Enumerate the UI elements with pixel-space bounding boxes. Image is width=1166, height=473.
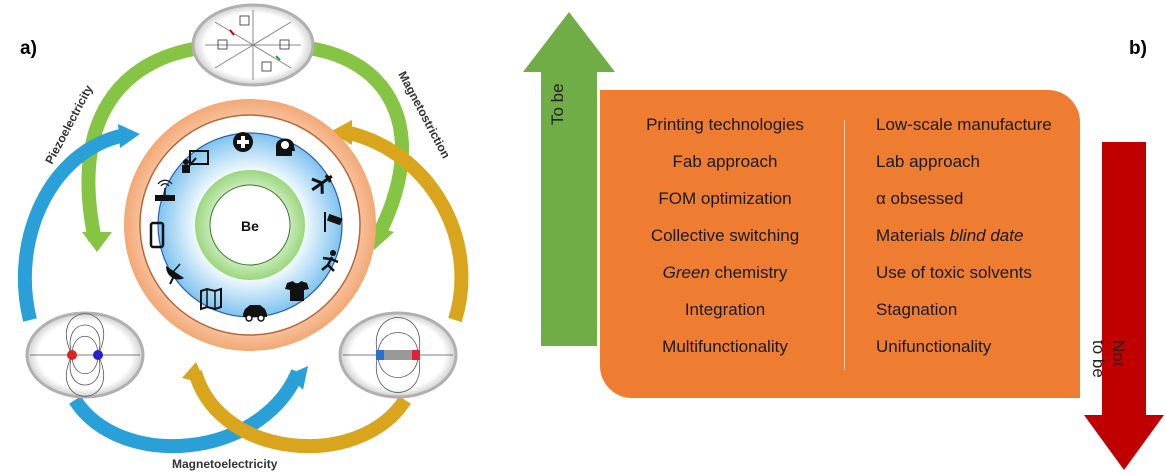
to-be-item: Collective switching bbox=[650, 226, 800, 245]
not-to-be-arrow bbox=[1084, 142, 1164, 470]
comparison-box: Printing technologies Fab approach FOM o… bbox=[600, 90, 1080, 398]
not-to-be-item: Low-scale manufacture bbox=[876, 115, 1052, 134]
not-to-be-item: Materials blind date bbox=[876, 226, 1024, 245]
arc-arrows bbox=[17, 41, 469, 454]
running-person-icon bbox=[321, 250, 339, 272]
gold-arrowhead-top bbox=[330, 120, 352, 145]
to-be-label: To be bbox=[548, 83, 567, 125]
panel-b-label: b) bbox=[1129, 38, 1147, 59]
not-to-be-item: Stagnation bbox=[876, 300, 958, 319]
blue-arc-bottom bbox=[69, 369, 305, 454]
blue-arrowhead-top bbox=[118, 124, 140, 148]
not-to-be-item: α obsessed bbox=[876, 189, 964, 208]
gold-arc-bottom bbox=[188, 369, 411, 454]
presentation-icon bbox=[182, 150, 209, 173]
to-be-item: Fab approach bbox=[672, 152, 778, 171]
to-be-item: FOM optimization bbox=[658, 189, 792, 208]
not-to-be-label: Not to be bbox=[1089, 340, 1128, 378]
application-icons bbox=[149, 132, 343, 322]
to-be-item: Integration bbox=[684, 300, 766, 319]
smartphone-icon bbox=[149, 221, 165, 249]
gold-arrowhead-bottom bbox=[182, 362, 206, 384]
not-to-be-item: Use of toxic solvents bbox=[876, 263, 1032, 282]
map-icon bbox=[200, 287, 222, 311]
green-arrowhead-left bbox=[82, 232, 112, 252]
brain-head-icon bbox=[276, 138, 295, 156]
magnetoelectricity-label: Magnetoelectricity bbox=[172, 457, 278, 471]
not-to-be-list: Low-scale manufacture Lab approach α obs… bbox=[876, 106, 1076, 365]
to-be-item: Green chemistry bbox=[662, 263, 788, 282]
green-arc-left bbox=[81, 41, 202, 242]
airplane-icon bbox=[311, 174, 333, 194]
tshirt-icon bbox=[285, 281, 309, 301]
blue-arc-top bbox=[17, 128, 127, 322]
to-be-item: Multifunctionality bbox=[662, 337, 788, 356]
blue-arrowhead-bottom bbox=[288, 366, 308, 390]
not-to-be-item: Unifunctionality bbox=[876, 337, 992, 356]
dipole-ellipse bbox=[25, 311, 145, 399]
to-be-item: Printing technologies bbox=[646, 115, 804, 134]
panel-a-label: a) bbox=[20, 38, 37, 59]
magnet-ellipse bbox=[338, 311, 458, 399]
to-be-list: Printing technologies Fab approach FOM o… bbox=[620, 106, 830, 365]
to-be-arrow bbox=[523, 12, 615, 346]
piezo-ellipse bbox=[191, 3, 315, 87]
medical-cross-icon bbox=[233, 132, 253, 152]
center-be-label: Be bbox=[241, 218, 259, 234]
green-arc-right bbox=[306, 41, 409, 236]
not-to-be-item: Lab approach bbox=[876, 152, 980, 171]
car-icon bbox=[243, 305, 267, 322]
router-icon bbox=[155, 179, 175, 201]
satellite-dish-icon bbox=[166, 263, 184, 285]
security-camera-icon bbox=[324, 212, 343, 232]
column-divider bbox=[844, 120, 845, 370]
gold-arc-top bbox=[343, 125, 469, 323]
